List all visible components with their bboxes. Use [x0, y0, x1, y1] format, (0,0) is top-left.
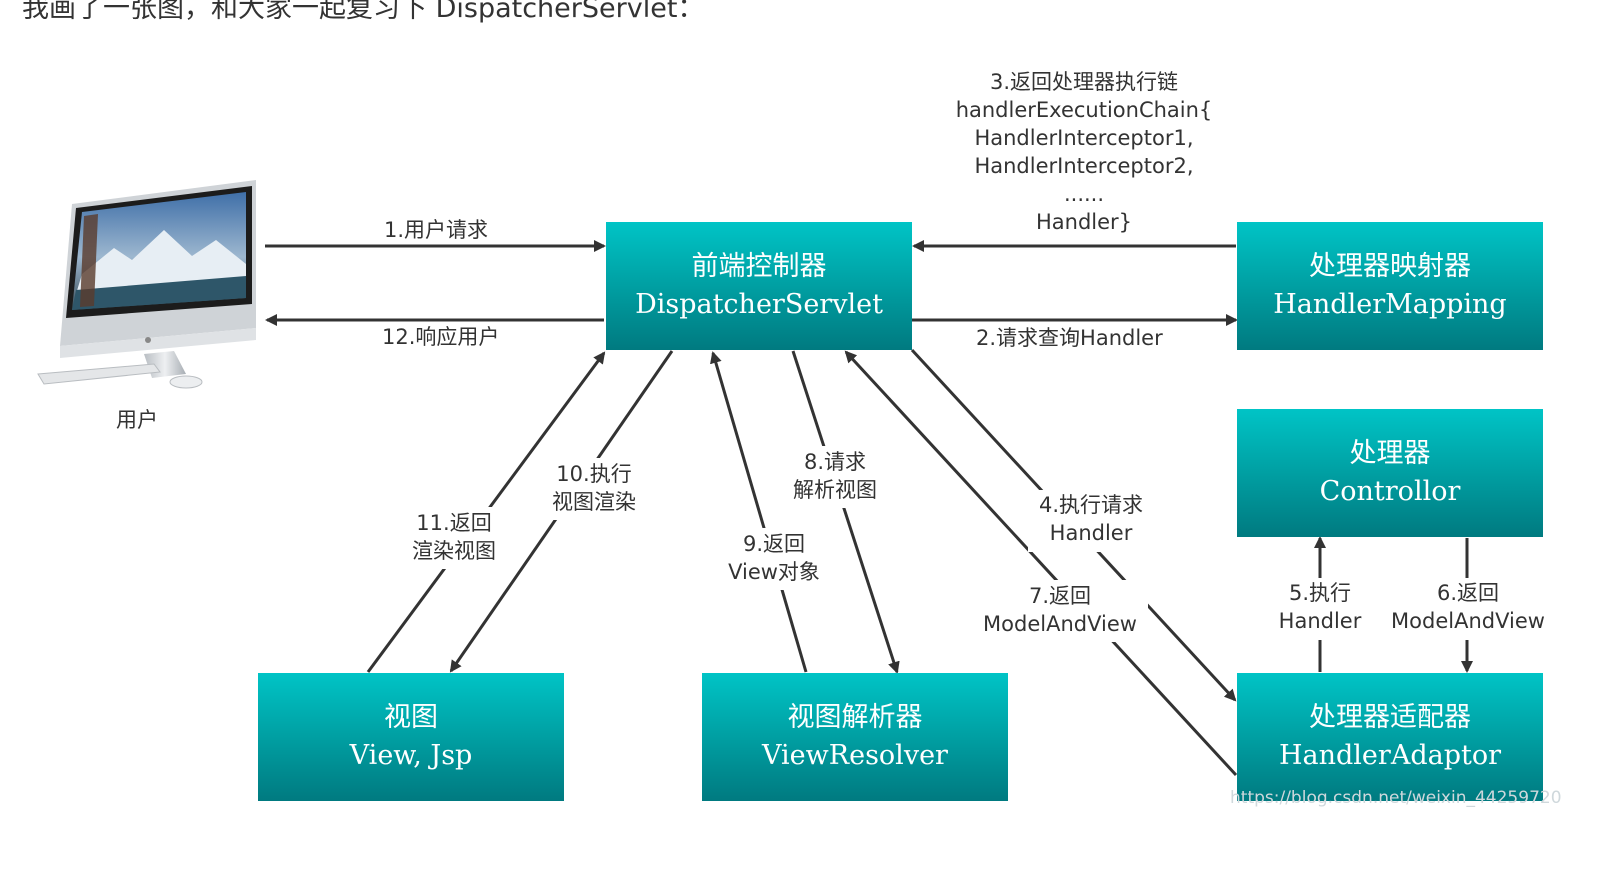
- label-step6-line2: ModelAndView: [1391, 609, 1545, 633]
- resolver-subtitle: ViewResolver: [762, 740, 948, 771]
- view-resolver-box: 视图解析器 ViewResolver: [702, 673, 1008, 801]
- label-step4-line2: Handler: [1049, 521, 1133, 545]
- view-title: 视图: [384, 702, 438, 733]
- label-step6: 6.返回 ModelAndView: [1382, 579, 1554, 635]
- label-step1-line1: 1.用户请求: [384, 218, 489, 242]
- label-step3-line5: ......: [1063, 182, 1105, 206]
- dispatcher-title: 前端控制器: [691, 251, 827, 282]
- label-step10: 10.执行 视图渲染: [540, 460, 648, 516]
- label-step8: 8.请求 解析视图: [783, 448, 887, 504]
- handler-adaptor-box: 处理器适配器 HandlerAdaptor: [1237, 673, 1543, 801]
- label-step7: 7.返回 ModelAndView: [974, 582, 1146, 638]
- label-step12: 12.响应用户: [382, 323, 499, 351]
- label-step3-line1: 3.返回处理器执行链: [989, 70, 1179, 94]
- label-step10-line1: 10.执行: [556, 462, 632, 486]
- label-step3: 3.返回处理器执行链 handlerExecutionChain{ Handle…: [944, 68, 1224, 236]
- dispatcher-servlet-box: 前端控制器 DispatcherServlet: [606, 222, 912, 350]
- label-step3-line6: Handler}: [1035, 210, 1133, 234]
- label-step3-line3: HandlerInterceptor1,: [974, 126, 1194, 150]
- intro-text: 我画了一张图，和大家一起复习下 DispatcherServlet：: [22, 0, 705, 24]
- label-step5-line1: 5.执行: [1288, 581, 1352, 605]
- view-subtitle: View, Jsp: [349, 740, 473, 771]
- label-step4-line1: 4.执行请求: [1038, 493, 1144, 517]
- label-step11: 11.返回 渲染视图: [400, 509, 508, 565]
- view-box: 视图 View, Jsp: [258, 673, 564, 801]
- label-step2-line1: 2.请求查询Handler: [976, 326, 1163, 350]
- mapping-subtitle: HandlerMapping: [1273, 289, 1507, 320]
- resolver-title: 视图解析器: [787, 702, 923, 733]
- label-step3-line4: HandlerInterceptor2,: [974, 154, 1194, 178]
- label-step12-line1: 12.响应用户: [382, 325, 500, 349]
- dispatcher-subtitle: DispatcherServlet: [635, 289, 883, 320]
- label-step4: 4.执行请求 Handler: [1030, 491, 1152, 547]
- controller-title: 处理器: [1349, 438, 1431, 469]
- label-step11-line1: 11.返回: [416, 511, 492, 535]
- label-step8-line1: 8.请求: [803, 450, 867, 474]
- label-step1: 1.用户请求: [384, 216, 488, 244]
- handler-mapping-box: 处理器映射器 HandlerMapping: [1237, 222, 1543, 350]
- arrow-step7: [844, 350, 1238, 777]
- label-step7-line2: ModelAndView: [983, 612, 1137, 636]
- label-step9: 9.返回 View对象: [720, 530, 828, 586]
- computer-icon: [37, 180, 256, 389]
- controller-subtitle: Controllor: [1319, 476, 1461, 507]
- arrow-step9: [710, 351, 808, 673]
- label-step8-line2: 解析视图: [793, 478, 877, 502]
- label-step10-line2: 视图渲染: [552, 490, 636, 514]
- mapping-title: 处理器映射器: [1309, 251, 1471, 282]
- arrow-step8: [791, 350, 900, 674]
- controller-box: 处理器 Controllor: [1237, 409, 1543, 537]
- adaptor-subtitle: HandlerAdaptor: [1278, 740, 1501, 771]
- user-label: 用户: [116, 408, 158, 432]
- label-step5: 5.执行 Handler: [1268, 579, 1372, 635]
- label-step2: 2.请求查询Handler: [976, 324, 1163, 352]
- label-step5-line2: Handler: [1278, 609, 1362, 633]
- label-step11-line2: 渲染视图: [412, 539, 496, 563]
- label-step9-line2: View对象: [728, 560, 820, 584]
- adaptor-title: 处理器适配器: [1309, 702, 1471, 733]
- label-step9-line1: 9.返回: [742, 532, 806, 556]
- watermark-text: https://blog.csdn.net/weixin_44259720: [1230, 788, 1562, 808]
- label-step6-line1: 6.返回: [1436, 581, 1500, 605]
- label-step3-line2: handlerExecutionChain{: [955, 98, 1213, 122]
- label-step7-line1: 7.返回: [1028, 584, 1092, 608]
